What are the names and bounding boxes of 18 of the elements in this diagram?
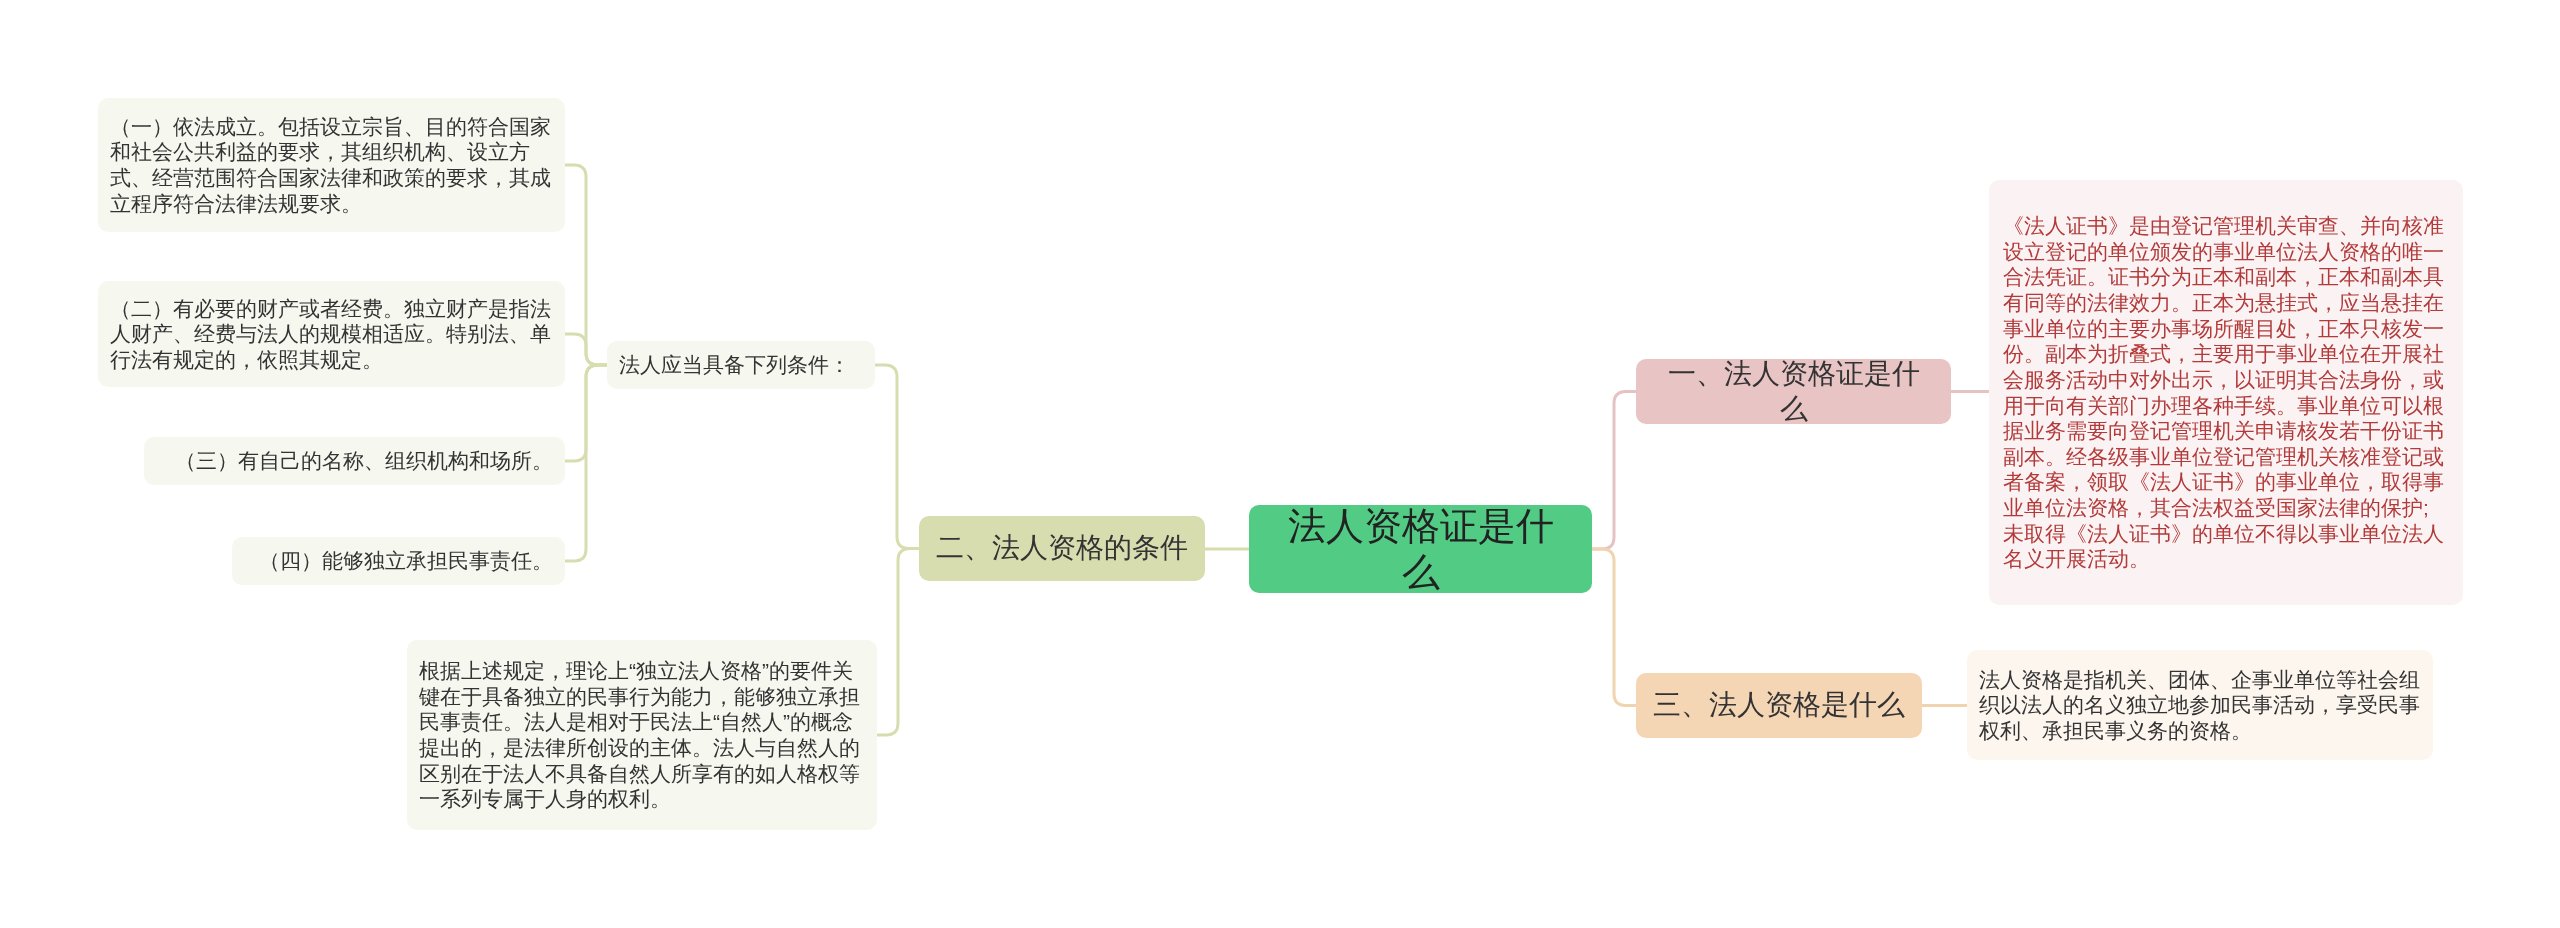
note-box: （四）能够独立承担民事责任。	[232, 537, 565, 585]
root-topic-box: 法人资格证是什么	[1249, 505, 1592, 593]
connector-line	[1951, 390, 1989, 393]
branch-topic-box: 三、法人资格是什么	[1636, 673, 1922, 738]
note-box: （一）依法成立。包括设立宗旨、目的符合国家和社会公共利益的要求，其组织机构、设立方式、经营范围符合国家法律和政策的要求，其成立程序符合法律法规要求。	[98, 98, 565, 232]
connector-line	[1592, 547, 1636, 707]
note-box: 法人资格是指机关、团体、企事业单位等社会组织以法人的名义独立地参加民事活动，享受民事权利、承担民事义务的资格。	[1967, 650, 2433, 760]
note-box: 根据上述规定，理论上“独立法人资格”的要件关键在于具备独立的民事行为能力，能够独立承担民事责任。法人是相对于民法上“自然人”的概念提出的，是法律所创设的主体。法人与自然人的区别在于法人不具备自然人所享有的如人格权等一系列专属于人身的权利。	[407, 640, 877, 830]
note-box: 《法人证书》是由登记管理机关审查、并向核准设立登记的单位颁发的事业单位法人资格的唯一合法凭证。证书分为正本和副本，正本和副本具有同等的法律效力。正本为悬挂式，应当悬挂在事业单位的主要办事场所醒目处，正本只核发一份。副本为折叠式，主要用于事业单位在开展社会服务活动中对外出示，以证明其合法身份，或用于向有关部门办理各种手续。事业单位可以根据业务需要向登记管理机关申请核发若干份证书副本。经各级事业单位登记管理机关核准登记或者备案，领取《法人证书》的事业单位，取得事业单位法资格，其合法权益受国家法律的保护;未取得《法人证书》的单位不得以事业单位法人名义开展活动。	[1989, 180, 2463, 605]
connector-line	[1205, 547, 1249, 551]
branch-topic-box: 一、法人资格证是什么	[1636, 359, 1951, 424]
connector-line	[565, 363, 607, 563]
subtopic-box: 法人应当具备下列条件：	[607, 341, 875, 389]
note-box: （二）有必要的财产或者经费。独立财产是指法人财产、经费与法人的规模相适应。特别法、单行法有规定的，依照其规定。	[98, 281, 565, 387]
branch-topic-box: 二、法人资格的条件	[919, 516, 1205, 581]
note-box: （三）有自己的名称、组织机构和场所。	[144, 437, 565, 485]
connector-line	[877, 547, 919, 737]
connector-line	[1922, 704, 1967, 707]
